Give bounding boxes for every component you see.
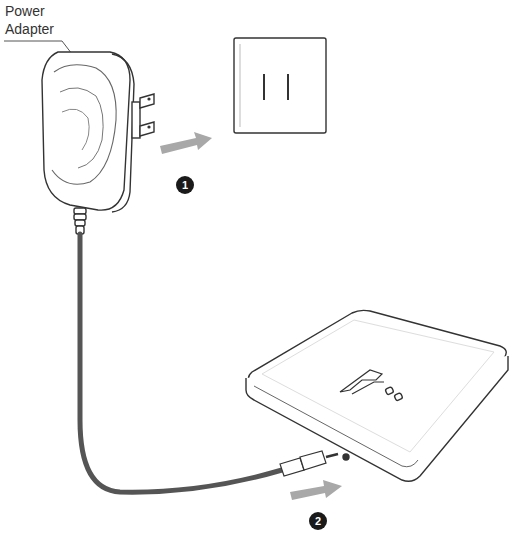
leader-line bbox=[4, 41, 62, 42]
callout-number: 1 bbox=[176, 176, 194, 194]
power-cable bbox=[80, 234, 282, 492]
power-adapter bbox=[42, 52, 154, 234]
callout-number: 2 bbox=[309, 512, 327, 530]
insert-arrow bbox=[160, 132, 212, 154]
wall-outlet bbox=[234, 38, 326, 133]
part-label: Power Adapter bbox=[5, 2, 65, 38]
dc-plug bbox=[280, 451, 338, 476]
device-box bbox=[246, 310, 508, 481]
insert-arrow bbox=[290, 480, 342, 500]
